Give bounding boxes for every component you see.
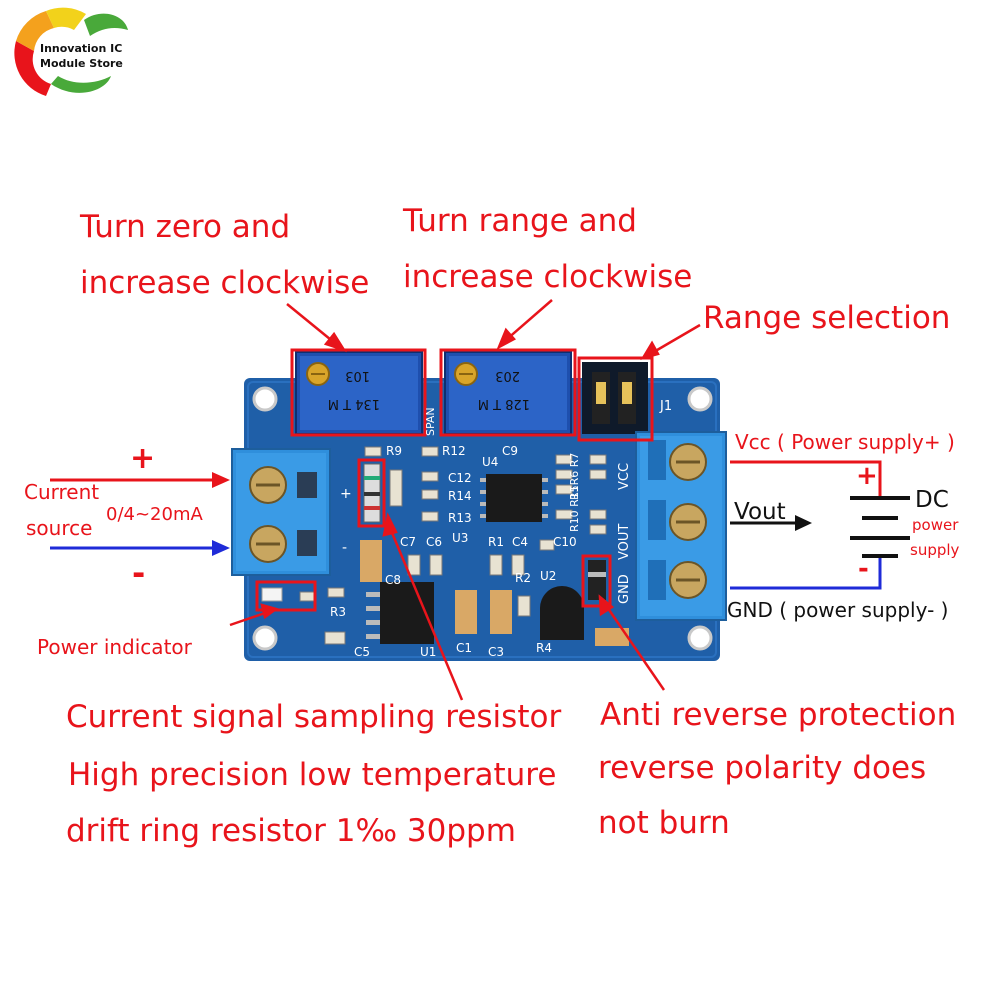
c4-label: C4 [512,535,528,549]
vcc-pcb-label: VCC [617,463,632,490]
capacitor-c8 [360,540,382,582]
battery-plus-label: + [856,461,878,491]
c8-label: C8 [385,573,401,587]
pcb-minus-label: - [342,540,347,556]
dc-label: DC [915,487,949,513]
dc-supply-label: supply [910,541,960,559]
capacitor-c10 [595,628,629,646]
u2-label: U2 [540,569,556,583]
range-jumper-header [582,362,648,434]
r4-label: R4 [536,641,552,655]
j1-label: J1 [659,399,672,414]
r13-label: R13 [448,511,472,525]
input-minus-label: - [132,554,146,592]
store-logo: Innovation IC Module Store [6,6,131,101]
vout-pcb-label: VOUT [617,524,632,560]
zero-label-line2: increase clockwise [80,265,370,301]
mounting-hole [687,386,713,412]
u3-label: U3 [452,531,468,545]
u4-label: U4 [482,455,498,469]
zero-potentiometer [295,351,423,435]
r2-label: R2 [515,571,531,585]
dc-power-label: power [912,516,959,534]
protection-diode [588,560,606,600]
input-terminal-block [231,448,331,576]
annotation-arrows [229,299,701,701]
range-selection-label: Range selection [703,300,951,336]
range-label-line1: Turn range and [403,203,637,239]
anti-label-line2: reverse polarity does [598,750,927,786]
input-plus-label: + [130,441,156,476]
opamp-chip-u4 [480,474,548,522]
logo-graphic [14,7,128,96]
current-range-label: 0/4~20mA [106,504,203,525]
c1-label: C1 [456,641,472,655]
pot1-code: 103 [345,368,370,383]
smd-resistors [299,446,607,645]
mounting-hole [252,386,278,412]
battery-minus-label: - [858,554,869,584]
resistor-small [389,469,403,507]
vout-label: Vout [734,499,786,525]
sampling-resistor [363,463,381,523]
power-indicator-label: Power indicator [37,635,192,659]
anti-label-line1: Anti reverse protection [600,697,957,733]
r14-label: R14 [448,489,472,503]
c9-label: C9 [502,444,518,458]
r12-label: R12 [442,444,466,458]
span-label: SPAN [424,407,437,436]
c5-label: C5 [354,645,370,659]
power-led [261,587,283,602]
highlight-boxes [255,348,654,612]
pot1-sub: 134 T M [328,396,380,411]
silkscreen-labels: 103 134 T M 203 128 T M SPAN J1 VCC VOUT… [328,368,672,659]
vcc-wire [730,460,882,498]
battery-symbol [850,496,910,558]
sampling-label-line1: Current signal sampling resistor [66,699,562,735]
c3-label: C3 [488,645,504,659]
mounting-hole [687,625,713,651]
r9-label: R9 [386,444,402,458]
capacitor-c3 [490,590,512,634]
gnd-wire [730,555,882,590]
anti-label-line3: not burn [598,805,730,841]
c12-label: C12 [448,471,472,485]
r10r11-label: R10 R11 [568,485,581,532]
gnd-pcb-label: GND [617,574,632,604]
transistor-u2 [540,586,584,640]
c6-label: C6 [426,535,442,549]
mounting-hole [252,625,278,651]
r5r6r7-label: R5R6 R7 [568,453,581,500]
output-terminal-block [635,431,727,621]
c10-label: C10 [553,535,577,549]
capacitor-c1 [455,590,477,634]
pot2-sub: 128 T M [478,396,530,411]
zero-label-line1: Turn zero and [80,209,291,245]
r3-label: R3 [330,605,346,619]
logo-text-line1: Innovation IC [40,42,123,55]
current-label-line2: source [26,516,93,540]
sampling-label-line2: High precision low temperature [68,757,557,793]
span-potentiometer [444,351,572,435]
logo-text-line2: Module Store [40,57,123,70]
u1-label: U1 [420,645,436,659]
pot2-code: 203 [495,368,520,383]
gnd-label: GND ( power supply- ) [727,598,949,622]
pcb-plus-label: + [340,486,352,502]
current-label-line1: Current [24,480,100,504]
c7-label: C7 [400,535,416,549]
range-label-line2: increase clockwise [403,259,693,295]
regulator-chip-u1 [366,582,434,644]
sampling-label-line3: drift ring resistor 1‰ 30ppm [66,813,516,849]
vcc-label: Vcc ( Power supply+ ) [735,430,955,454]
r1-label: R1 [488,535,504,549]
